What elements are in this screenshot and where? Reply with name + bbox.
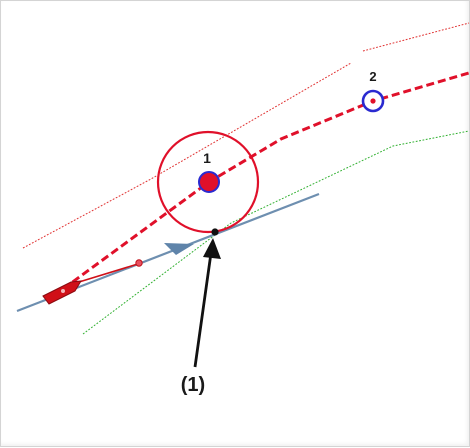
waypoint-1-label: 1 — [203, 150, 211, 166]
waypoint-2-center — [370, 98, 376, 104]
callout-label: (1) — [181, 374, 205, 396]
right-boundary-line — [82, 130, 470, 335]
vessel-track-marker — [135, 259, 143, 267]
vessel-track — [78, 262, 142, 283]
waypoint-1-marker — [198, 171, 220, 193]
waypoint-2-label: 2 — [369, 69, 376, 84]
heading-arrowhead — [164, 243, 194, 255]
waypoint-1-radius-circle — [156, 130, 260, 234]
planned-route — [62, 71, 470, 291]
wheel-over-point — [211, 228, 219, 236]
callout-arrow-shaft — [193, 252, 213, 368]
left-boundary-line — [22, 62, 352, 249]
left-boundary-line-far — [362, 22, 470, 52]
callout-arrowhead — [203, 238, 221, 259]
vessel-icon — [42, 280, 82, 305]
